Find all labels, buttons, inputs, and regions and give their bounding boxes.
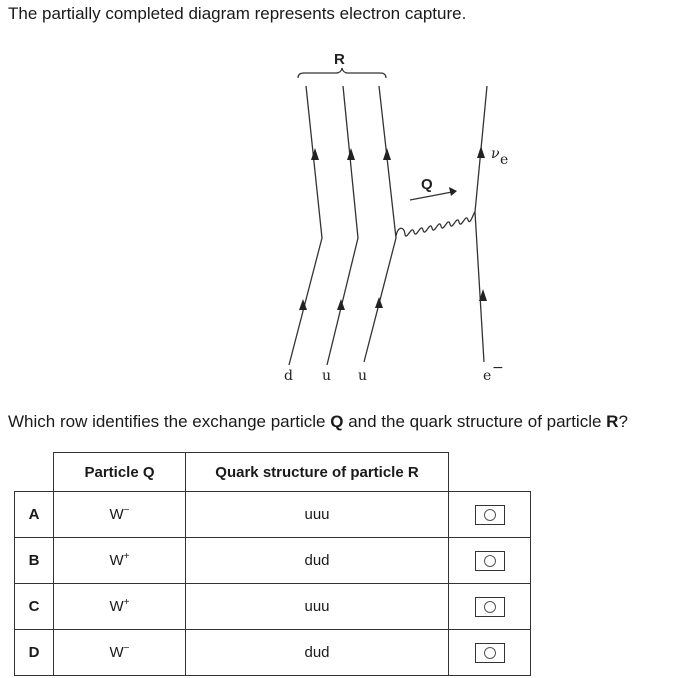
quark-cell: uuu xyxy=(185,583,449,630)
row-label: A xyxy=(14,491,54,538)
particle-cell: W− xyxy=(53,491,186,538)
label-nu: ν xyxy=(491,146,500,162)
arrow-u2-upper xyxy=(383,148,391,160)
label-u2: u xyxy=(358,368,367,384)
header-particle-q: Particle Q xyxy=(53,452,186,492)
arrow-u2-lower xyxy=(375,297,383,308)
row-label: D xyxy=(14,629,54,676)
radio-option-a[interactable] xyxy=(474,504,505,525)
boson-wave xyxy=(395,211,476,237)
option-cell xyxy=(448,537,531,584)
label-u1: u xyxy=(322,368,331,384)
label-e: e xyxy=(483,368,491,384)
arrow-electron xyxy=(479,289,487,301)
q-direction-arrow-shaft xyxy=(409,191,453,201)
arrow-u1-upper xyxy=(347,148,355,160)
option-cell xyxy=(448,629,531,676)
particle-cell: W+ xyxy=(53,537,186,584)
radio-circle-icon xyxy=(483,554,496,567)
option-cell xyxy=(448,491,531,538)
question-bold-Q: Q xyxy=(330,412,344,431)
label-Q: Q xyxy=(421,176,433,193)
radio-option-b[interactable] xyxy=(474,550,505,571)
label-nu-sub: e xyxy=(500,152,508,168)
lepton-line xyxy=(474,85,488,363)
quark-cell: uuu xyxy=(185,491,449,538)
quark-line-u1 xyxy=(326,85,359,366)
arrow-d-upper xyxy=(311,148,319,160)
answer-table: Particle Q Quark structure of particle R… xyxy=(14,452,531,676)
table-row: B W+ dud xyxy=(14,537,531,584)
table-row: C W+ uuu xyxy=(14,583,531,630)
quark-line-u2 xyxy=(363,85,397,363)
label-e-sup: − xyxy=(492,360,504,376)
q-direction-arrow-head xyxy=(449,187,457,196)
radio-option-d[interactable] xyxy=(474,642,505,663)
header-quark-structure: Quark structure of particle R xyxy=(185,452,449,492)
label-R: R xyxy=(334,51,345,68)
arrow-u1-lower xyxy=(337,299,345,310)
particle-cell: W+ xyxy=(53,583,186,630)
feynman-diagram: R Q ν e d u u e − xyxy=(284,51,508,384)
question-text: Which row identifies the exchange partic… xyxy=(8,412,628,431)
table-row: D W− dud xyxy=(14,629,531,676)
label-d: d xyxy=(284,368,293,384)
brace-R xyxy=(297,67,387,79)
radio-option-c[interactable] xyxy=(474,596,505,617)
arrow-neutrino xyxy=(477,146,485,158)
quark-cell: dud xyxy=(185,537,449,584)
particle-cell: W− xyxy=(53,629,186,676)
quark-line-d xyxy=(288,85,323,366)
question-bold-R: R xyxy=(606,412,619,431)
row-label: C xyxy=(14,583,54,630)
intro-text: The partially completed diagram represen… xyxy=(8,4,467,23)
table-row: A W− uuu xyxy=(14,491,531,538)
radio-circle-icon xyxy=(483,646,496,659)
arrow-d-lower xyxy=(299,299,307,310)
option-cell xyxy=(448,583,531,630)
quark-cell: dud xyxy=(185,629,449,676)
radio-circle-icon xyxy=(483,508,496,521)
radio-circle-icon xyxy=(483,600,496,613)
row-label: B xyxy=(14,537,54,584)
table-header-row: Particle Q Quark structure of particle R xyxy=(15,452,531,492)
